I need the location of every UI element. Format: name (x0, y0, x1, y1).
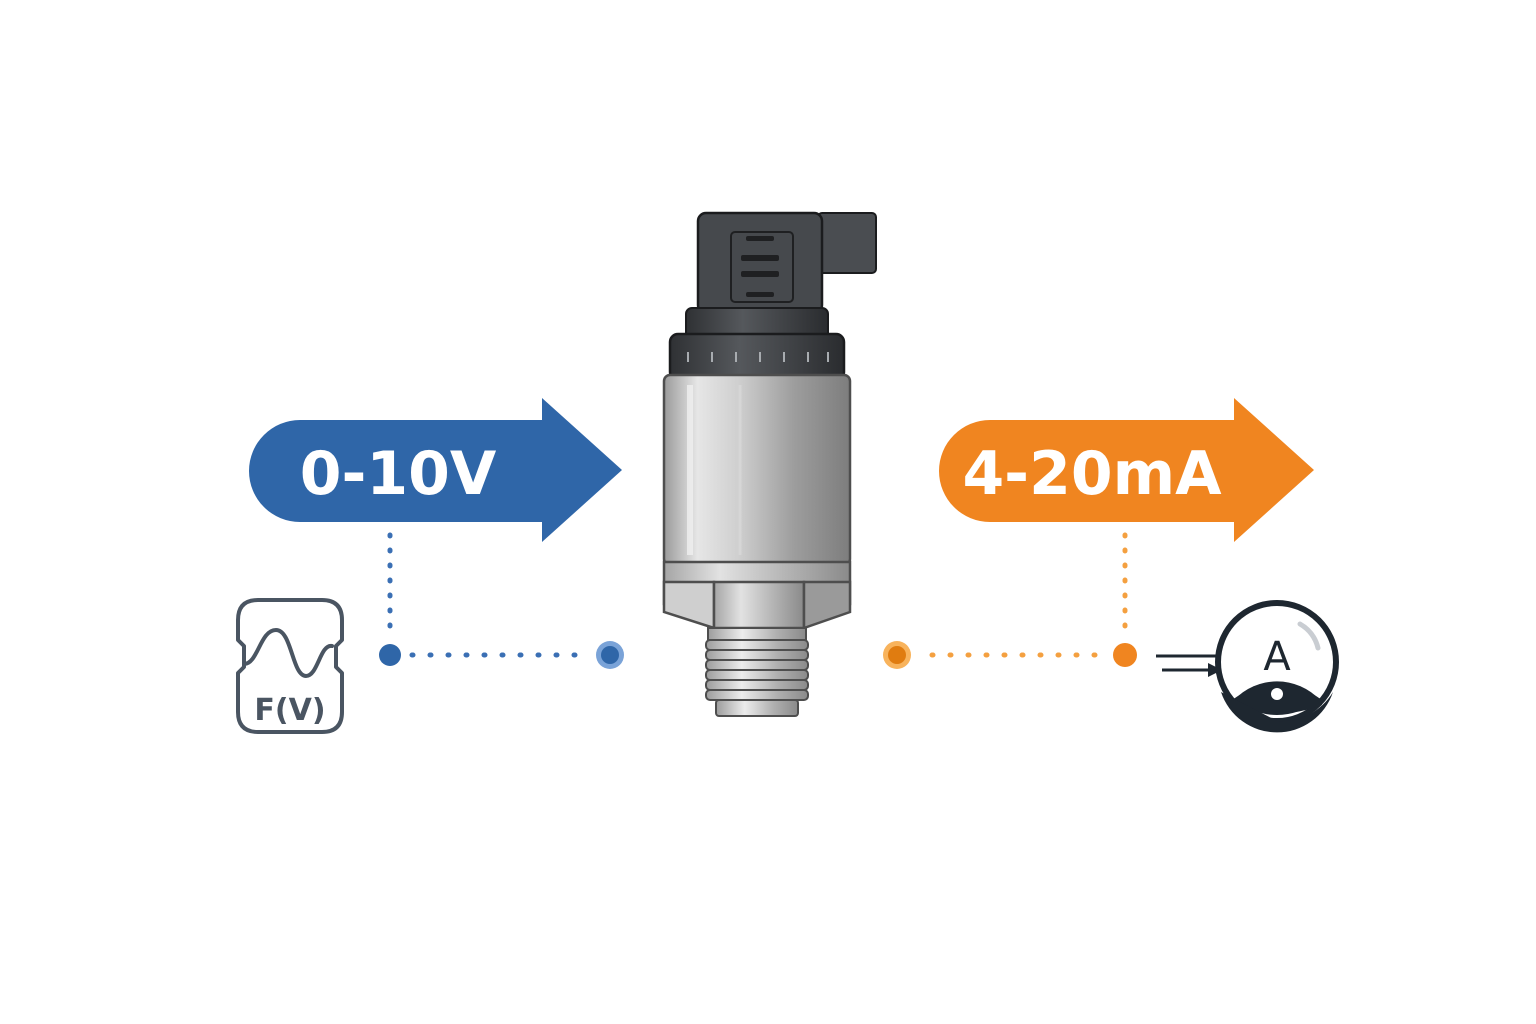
threaded-fitting (705, 639, 809, 701)
input-signal-arrow: 0-10V (249, 398, 622, 542)
output-terminal-dot-inner (888, 646, 906, 664)
hex-nut (712, 580, 806, 630)
output-connection-lines (883, 532, 1137, 669)
output-arrow-shape (939, 398, 1314, 542)
ammeter-icon: A (1156, 600, 1339, 733)
input-arrow-shape (249, 398, 622, 542)
output-signal-arrow: 4-20mA (939, 398, 1314, 542)
input-junction-dot (379, 644, 401, 666)
output-junction-dot (1113, 643, 1137, 667)
function-icon-label: F(V) (254, 693, 325, 728)
pressure-transmitter-icon (662, 211, 877, 717)
input-connection-lines (379, 532, 624, 669)
voltage-function-icon: F(V) (236, 598, 344, 734)
cable-gland (817, 212, 877, 274)
ammeter-needle-pivot (1271, 688, 1283, 700)
din-connector (696, 211, 824, 315)
fitting-tip (715, 699, 799, 717)
input-signal-label: 0-10V (300, 439, 497, 509)
input-terminal-dot-inner (601, 646, 619, 664)
lower-cap (668, 332, 846, 382)
ammeter-letter: A (1263, 634, 1291, 680)
output-signal-label: 4-20mA (962, 439, 1222, 509)
